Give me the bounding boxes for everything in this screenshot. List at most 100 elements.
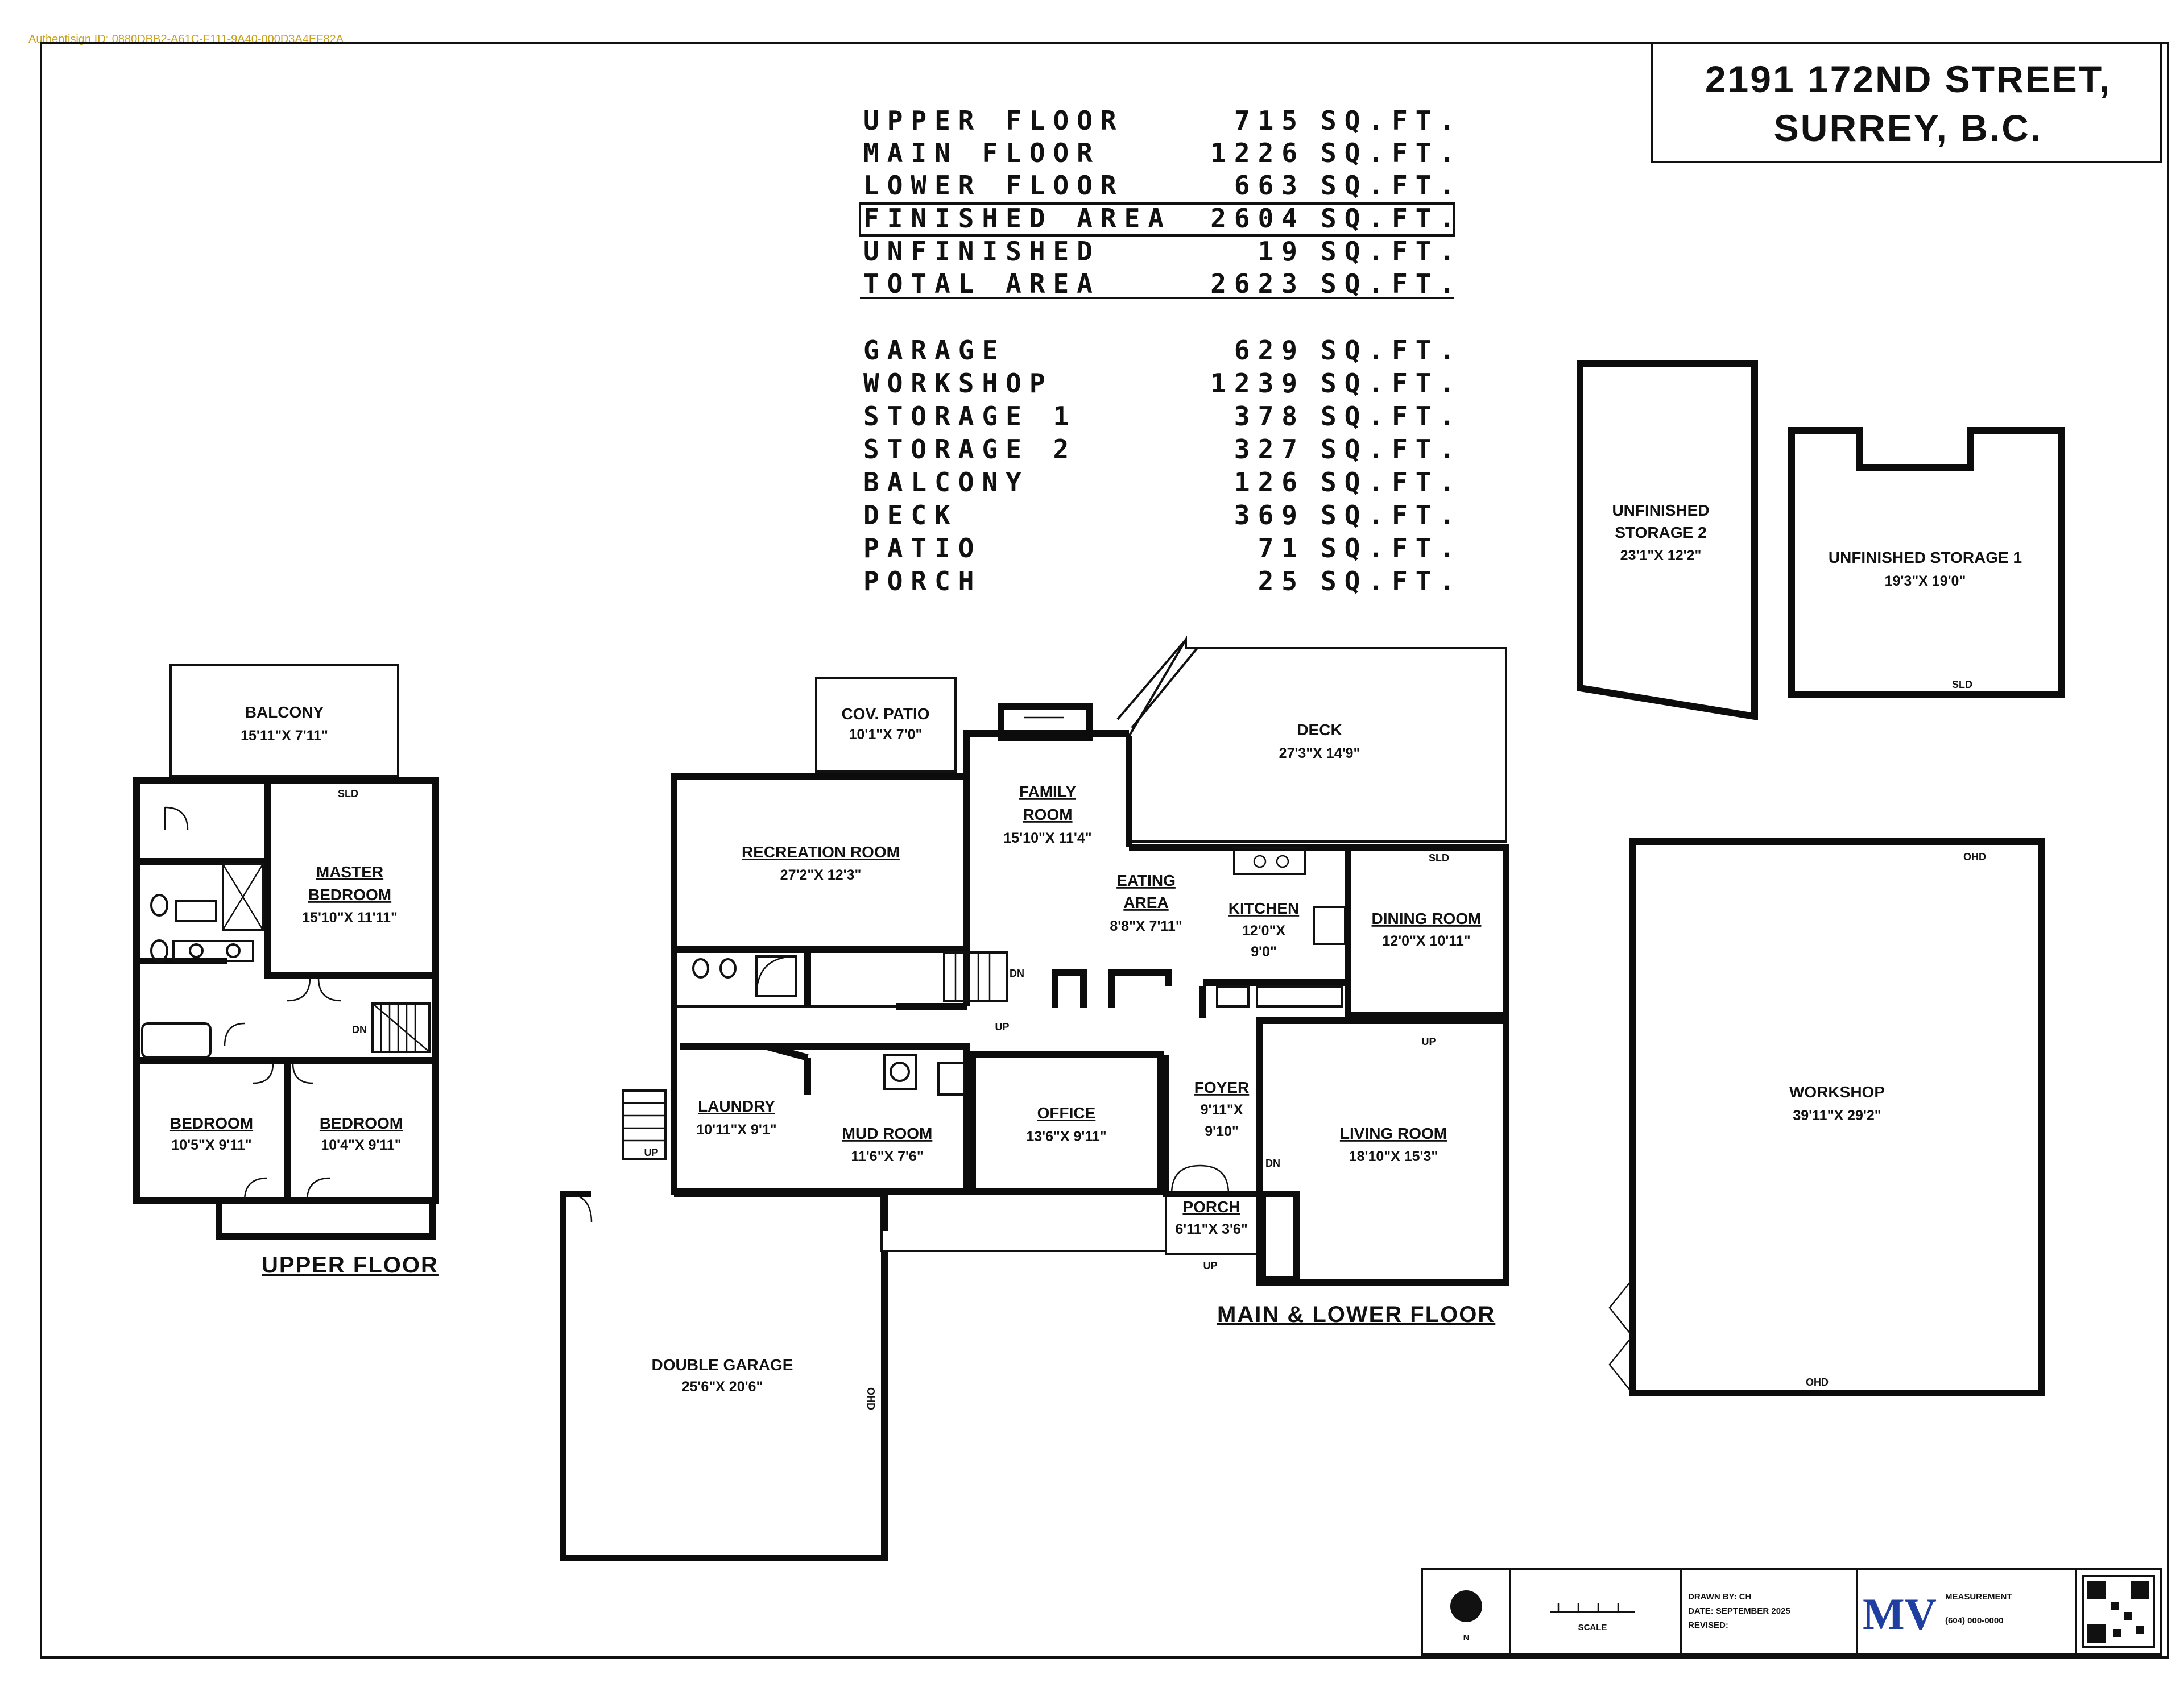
room-dims-master: 15'10"X 11'11"	[302, 910, 398, 926]
area-label-balcony: BALCONY	[863, 467, 1029, 498]
area-value-lower: 663	[1234, 170, 1305, 201]
room-dims-dining: 12'0"X 10'11"	[1382, 933, 1470, 949]
area-unit: SQ.FT.	[1321, 368, 1463, 399]
room-dims-garage: 25'6"X 20'6"	[682, 1379, 763, 1395]
room-name-balcony: BALCONY	[245, 703, 324, 721]
room-name-deck: DECK	[1297, 721, 1342, 739]
room-dims-recreation: 27'2"X 12'3"	[780, 867, 862, 883]
title-block: N SCALE DRAWN BY: CH DATE: SEPTEMBER 202…	[1421, 1568, 2162, 1656]
label-dn: DN	[352, 1024, 367, 1035]
label-up: UP	[1421, 1036, 1436, 1047]
area-value-finished: 2604	[1210, 203, 1305, 234]
room-name-garage: DOUBLE GARAGE	[652, 1356, 793, 1374]
room-dims-eating: 8'8"X 7'11"	[1110, 918, 1182, 934]
room-name-storage1: UNFINISHED STORAGE 1	[1829, 549, 2022, 566]
shower-lower	[755, 955, 797, 997]
label-up: UP	[1203, 1260, 1217, 1271]
area-label-deck: DECK	[863, 500, 958, 530]
area-unit: SQ.FT.	[1321, 467, 1463, 498]
room-dims-mud-room: 11'6"X 7'6"	[851, 1149, 923, 1164]
label-sld: SLD	[338, 788, 358, 799]
page-border	[40, 42, 2169, 1659]
area-value-upper: 715	[1234, 105, 1305, 136]
area-unit: SQ.FT.	[1321, 105, 1463, 136]
area-value-porch: 25	[1258, 566, 1305, 596]
room-dims-family: 15'10"X 11'4"	[1003, 830, 1091, 846]
room-name-dining: DINING ROOM	[1372, 910, 1482, 927]
storage-1-outline	[1788, 427, 2065, 698]
fireplace	[998, 703, 1093, 741]
room-dims-storage1: 19'3"X 19'0"	[1885, 573, 1966, 589]
shower	[222, 863, 264, 931]
room-dims-living: 18'10"X 15'3"	[1349, 1149, 1438, 1164]
area-label-storage-1: STORAGE 1	[863, 401, 1077, 432]
room-name-master-1: MASTER	[316, 863, 383, 881]
scale-label: SCALE	[1578, 1623, 1607, 1632]
room-name-eating-2: AREA	[1123, 894, 1168, 911]
room-name-family-2: ROOM	[1023, 806, 1072, 823]
label-sld: SLD	[1952, 679, 1972, 690]
room-name-recreation: RECREATION ROOM	[742, 843, 900, 861]
main-floor-title: MAIN & LOWER FLOOR	[1217, 1302, 1495, 1327]
toilet	[150, 894, 168, 917]
upper-floor-plan: BALCONY 15'11"X 7'11"	[133, 664, 439, 1278]
area-table: UPPER FLOOR 715 SQ.FT. MAIN FLOOR 1226 S…	[859, 105, 1463, 596]
area-label-main: MAIN FLOOR	[863, 138, 1101, 168]
area-value-total: 2623	[1210, 268, 1305, 299]
address-line-2: SURREY, B.C.	[1774, 107, 2042, 149]
area-unit: SQ.FT.	[1321, 268, 1463, 299]
kitchen-counter	[1233, 847, 1306, 875]
label-ohd: OHD	[1806, 1377, 1829, 1388]
garage-outline	[560, 1191, 888, 1561]
drawn-date: DATE: SEPTEMBER 2025	[1688, 1606, 1790, 1616]
area-value-patio: 71	[1258, 533, 1305, 563]
room-dims-bedroom-2: 10'4"X 9'11"	[321, 1137, 401, 1153]
area-unit: SQ.FT.	[1321, 138, 1463, 168]
room-dims-deck: 27'3"X 14'9"	[1279, 745, 1360, 761]
address-box: 2191 172ND STREET, SURREY, B.C.	[1651, 43, 2162, 163]
deck-outline	[1128, 635, 1507, 843]
label-ohd: OHD	[1963, 851, 1986, 863]
main-lower-floor-plan: COV. PATIO 10'1"X 7'0" DECK 27'3"X 14'9"…	[560, 635, 1509, 1561]
area-label-finished: FINISHED AREA	[863, 203, 1172, 234]
room-name-storage2-2: STORAGE 2	[1615, 524, 1706, 541]
area-label-garage: GARAGE	[863, 335, 1006, 366]
area-value-main: 1226	[1210, 138, 1305, 168]
living-fireplace	[1259, 1191, 1300, 1283]
exterior-stairs	[622, 1089, 667, 1160]
cov-patio-outline	[815, 677, 957, 773]
area-label-total: TOTAL AREA	[863, 268, 1101, 299]
area-label-upper: UPPER FLOOR	[863, 105, 1124, 136]
office-outline	[969, 1051, 1164, 1195]
room-dims-porch: 6'11"X 3'6"	[1175, 1221, 1247, 1237]
north-label: N	[1463, 1633, 1470, 1643]
washer	[883, 1054, 917, 1090]
label-dn: DN	[1010, 968, 1024, 979]
area-unit: SQ.FT.	[1321, 170, 1463, 201]
area-label-workshop: WORKSHOP	[863, 368, 1053, 399]
company-logo: MV	[1863, 1589, 1937, 1639]
company-phone: (604) 000-0000	[1945, 1616, 2004, 1626]
upper-stairs	[371, 1002, 431, 1053]
room-name-office: OFFICE	[1037, 1104, 1096, 1122]
dining-room-outline	[1345, 844, 1509, 1018]
room-dims-office: 13'6"X 9'11"	[1026, 1129, 1106, 1145]
area-unit: SQ.FT.	[1321, 236, 1463, 267]
workshop-outline	[1629, 838, 2045, 1396]
cooktop	[1216, 985, 1250, 1008]
label-ohd: OHD	[865, 1387, 876, 1410]
area-label-patio: PATIO	[863, 533, 982, 563]
main-stairs	[943, 951, 1008, 1002]
living-room-outline	[1256, 1017, 1509, 1286]
room-dims-laundry: 10'11"X 9'1"	[696, 1122, 776, 1138]
room-name-family-1: FAMILY	[1019, 783, 1076, 801]
area-value-balcony: 126	[1234, 467, 1305, 498]
recreation-room-outline	[671, 773, 970, 953]
room-name-foyer: FOYER	[1194, 1079, 1249, 1096]
label-up: UP	[995, 1021, 1009, 1033]
room-dims-balcony: 15'11"X 7'11"	[241, 728, 328, 744]
room-name-living: LIVING ROOM	[1340, 1125, 1447, 1142]
vanity	[172, 940, 254, 962]
room-dims-kitchen-2: 9'0"	[1251, 944, 1277, 960]
